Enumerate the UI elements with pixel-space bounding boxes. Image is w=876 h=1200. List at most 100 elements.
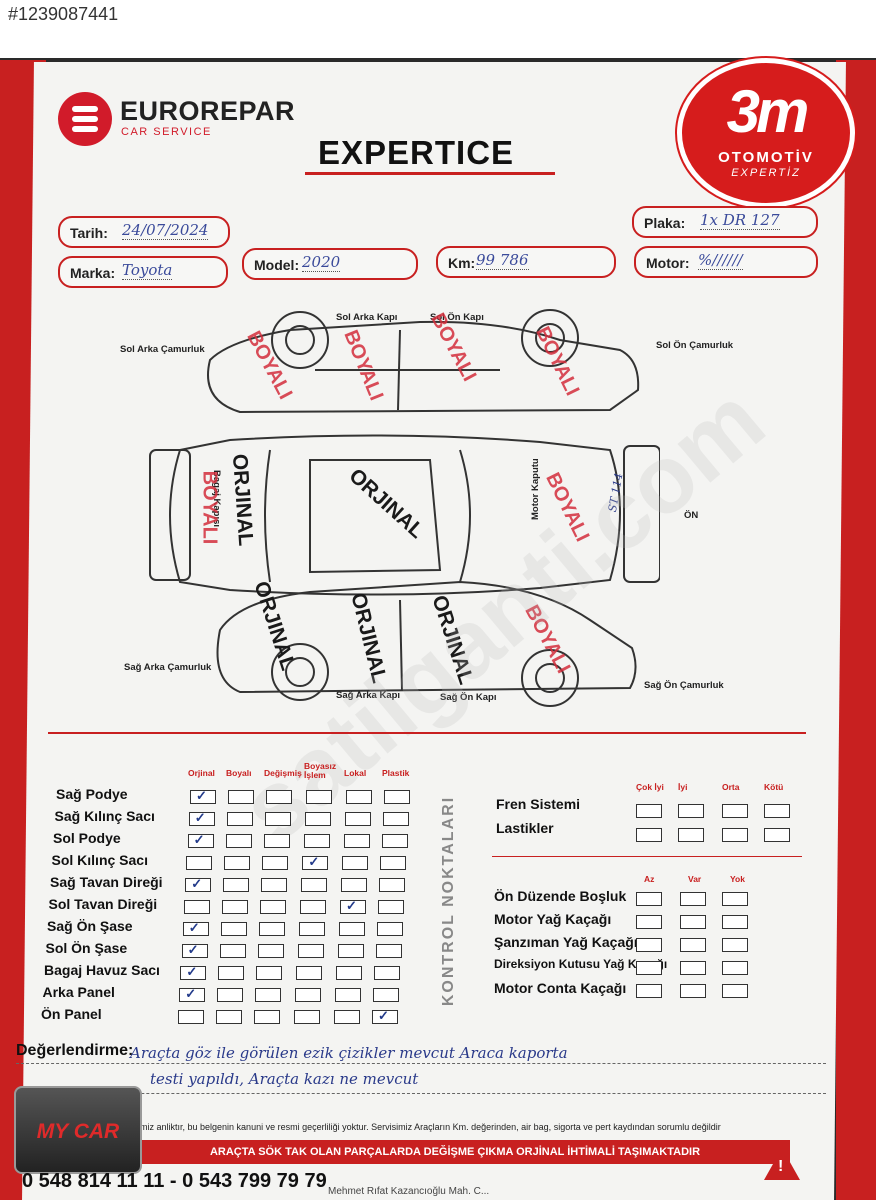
- checklist-checkbox[interactable]: [255, 988, 282, 1002]
- checklist-checkbox[interactable]: [226, 812, 253, 826]
- checklist-checkbox[interactable]: [294, 1010, 320, 1024]
- checklist-checkbox[interactable]: [186, 856, 213, 870]
- checklist-checkbox[interactable]: [373, 988, 400, 1002]
- checklist-checkbox[interactable]: [223, 878, 250, 892]
- checklist-checkbox[interactable]: [335, 988, 362, 1002]
- checklist-checkbox[interactable]: [300, 900, 326, 914]
- brake-checkbox[interactable]: [678, 828, 704, 842]
- leak-checkbox[interactable]: [680, 984, 706, 998]
- checklist-checkbox[interactable]: [261, 878, 288, 892]
- checklist-checkbox[interactable]: [374, 966, 401, 980]
- checklist-checkbox[interactable]: [298, 922, 325, 936]
- checklist-checkbox[interactable]: [375, 944, 402, 958]
- checklist-checkbox[interactable]: [340, 900, 366, 914]
- leak-checkbox[interactable]: [722, 938, 748, 952]
- checklist-checkbox[interactable]: [260, 900, 286, 914]
- checklist-checkbox[interactable]: [220, 922, 247, 936]
- checklist-checkbox[interactable]: [218, 966, 245, 980]
- checklist-checkbox[interactable]: [256, 966, 283, 980]
- checklist-row-label: Sağ Tavan Direği: [50, 874, 163, 890]
- checklist-checkbox[interactable]: [382, 812, 409, 826]
- checklist-checkbox[interactable]: [180, 966, 207, 980]
- brake-checkbox[interactable]: [722, 804, 748, 818]
- leak-checkbox[interactable]: [680, 961, 706, 975]
- checklist-checkbox[interactable]: [381, 834, 408, 848]
- checklist-checkbox[interactable]: [306, 790, 332, 804]
- checklist-checkbox[interactable]: [380, 856, 407, 870]
- checklist-checkbox[interactable]: [304, 812, 331, 826]
- leak-checkbox[interactable]: [680, 915, 706, 929]
- wheel-front-right-icon: [521, 649, 579, 707]
- checklist-checkbox[interactable]: [336, 966, 363, 980]
- checklist-checkbox[interactable]: [338, 922, 365, 936]
- checklist-checkbox[interactable]: [188, 812, 215, 826]
- checklist-col-header: Plastik: [382, 768, 410, 778]
- checklist-row-label: Sol Tavan Direği: [48, 896, 158, 912]
- model-value: 2020: [302, 253, 341, 272]
- leak-checkbox[interactable]: [636, 892, 662, 906]
- evaluation-rule-2: [16, 1092, 826, 1094]
- checklist-checkbox[interactable]: [303, 834, 330, 848]
- checklist-checkbox[interactable]: [379, 878, 406, 892]
- checklist-checkbox[interactable]: [372, 1010, 398, 1024]
- leak-checkbox[interactable]: [636, 915, 662, 929]
- model-label: Model:: [254, 257, 300, 273]
- brake-checkbox[interactable]: [764, 828, 790, 842]
- checklist-checkbox[interactable]: [258, 922, 285, 936]
- checklist-checkbox[interactable]: [302, 856, 329, 870]
- leak-checkbox[interactable]: [680, 892, 706, 906]
- checklist-checkbox[interactable]: [181, 944, 208, 958]
- checklist-checkbox[interactable]: [219, 944, 246, 958]
- checklist-checkbox[interactable]: [190, 790, 216, 804]
- checklist-checkbox[interactable]: [296, 966, 323, 980]
- checklist-checkbox[interactable]: [342, 856, 369, 870]
- checklist-checkbox[interactable]: [297, 944, 324, 958]
- leak-checkbox[interactable]: [722, 984, 748, 998]
- checklist-checkbox[interactable]: [262, 856, 289, 870]
- brake-row-label: Fren Sistemi: [496, 796, 581, 812]
- checklist-checkbox[interactable]: [341, 878, 368, 892]
- checklist-checkbox[interactable]: [179, 988, 206, 1002]
- checklist-checkbox[interactable]: [301, 878, 328, 892]
- checklist-checkbox[interactable]: [224, 856, 251, 870]
- brake-checkbox[interactable]: [636, 804, 662, 818]
- brake-checkbox[interactable]: [636, 828, 662, 842]
- checklist-checkbox[interactable]: [295, 988, 322, 1002]
- leak-checkbox[interactable]: [636, 938, 662, 952]
- checklist-checkbox[interactable]: [376, 922, 403, 936]
- checklist-checkbox[interactable]: [217, 988, 244, 1002]
- checklist-checkbox[interactable]: [178, 1010, 204, 1024]
- checklist-checkbox[interactable]: [222, 900, 248, 914]
- leak-checkbox[interactable]: [636, 984, 662, 998]
- brake-checkbox[interactable]: [678, 804, 704, 818]
- checklist-checkbox[interactable]: [264, 812, 291, 826]
- checklist-checkbox[interactable]: [263, 834, 290, 848]
- leak-checkbox[interactable]: [722, 961, 748, 975]
- leak-checkbox[interactable]: [722, 915, 748, 929]
- brake-checkbox[interactable]: [722, 828, 748, 842]
- checklist-checkbox[interactable]: [228, 790, 254, 804]
- checklist-checkbox[interactable]: [225, 834, 252, 848]
- checklist-checkbox[interactable]: [216, 1010, 242, 1024]
- motor-field: Motor: %//////: [634, 246, 818, 278]
- plaka-label: Plaka:: [644, 215, 686, 231]
- checklist-checkbox[interactable]: [187, 834, 214, 848]
- leak-checkbox[interactable]: [680, 938, 706, 952]
- checklist-checkbox[interactable]: [344, 812, 371, 826]
- checklist-checkbox[interactable]: [185, 878, 212, 892]
- checklist-checkbox[interactable]: [378, 900, 404, 914]
- brake-checkbox[interactable]: [764, 804, 790, 818]
- leak-checkbox[interactable]: [636, 961, 662, 975]
- checklist-checkbox[interactable]: [184, 900, 210, 914]
- checklist-checkbox[interactable]: [343, 834, 370, 848]
- checklist-checkbox[interactable]: [337, 944, 364, 958]
- checklist-checkbox[interactable]: [334, 1010, 360, 1024]
- checklist-checkbox[interactable]: [257, 944, 284, 958]
- checklist-checkbox[interactable]: [254, 1010, 280, 1024]
- checklist-checkbox[interactable]: [266, 790, 292, 804]
- leak-checkbox[interactable]: [722, 892, 748, 906]
- checklist-checkbox[interactable]: [384, 790, 410, 804]
- seal-mark: 3m: [726, 78, 810, 145]
- checklist-checkbox[interactable]: [346, 790, 372, 804]
- checklist-checkbox[interactable]: [182, 922, 209, 936]
